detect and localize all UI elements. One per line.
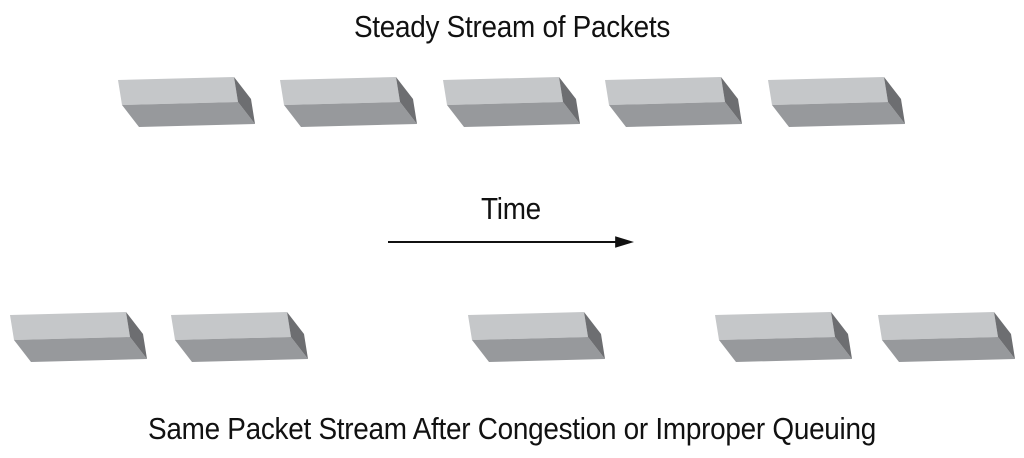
packet-box [878,312,1015,362]
packet-front-face [719,337,852,362]
packet-side-face [396,77,417,124]
packet-front-face [175,337,308,362]
time-axis-label: Time [481,191,541,226]
packet-top-face [605,77,725,105]
packet-side-face [126,312,147,359]
packet-front-face [882,337,1015,362]
packet-side-face [831,312,852,359]
packet-front-face [14,337,147,362]
packet-box [715,312,852,362]
packet-box [171,312,308,362]
packet-top-face [715,312,835,340]
packet-side-face [559,77,580,124]
packet-box [118,77,255,127]
steady-stream-title: Steady Stream of Packets [353,9,671,44]
packet-top-face [118,77,238,105]
packet-box [468,312,605,362]
packet-side-face [584,312,605,359]
packet-top-face [768,77,888,105]
packet-front-face [609,102,742,127]
packet-top-face [443,77,563,105]
packet-box [280,77,417,127]
packet-side-face [721,77,742,124]
packet-front-face [284,102,417,127]
packet-side-face [994,312,1015,359]
packet-box [605,77,742,127]
time-arrow-icon [388,236,634,248]
packet-top-face [878,312,998,340]
packet-top-face [171,312,291,340]
packet-box [443,77,580,127]
packet-top-face [10,312,130,340]
packet-side-face [287,312,308,359]
packet-top-face [280,77,400,105]
time-arrow-head [615,236,634,248]
packet-top-face [468,312,588,340]
packet-side-face [234,77,255,124]
congested-stream-caption: Same Packet Stream After Congestion or I… [148,411,876,446]
packet-box [768,77,905,127]
packet-front-face [447,102,580,127]
packet-box [10,312,147,362]
packet-front-face [122,102,255,127]
packet-front-face [772,102,905,127]
packet-front-face [472,337,605,362]
packet-side-face [884,77,905,124]
